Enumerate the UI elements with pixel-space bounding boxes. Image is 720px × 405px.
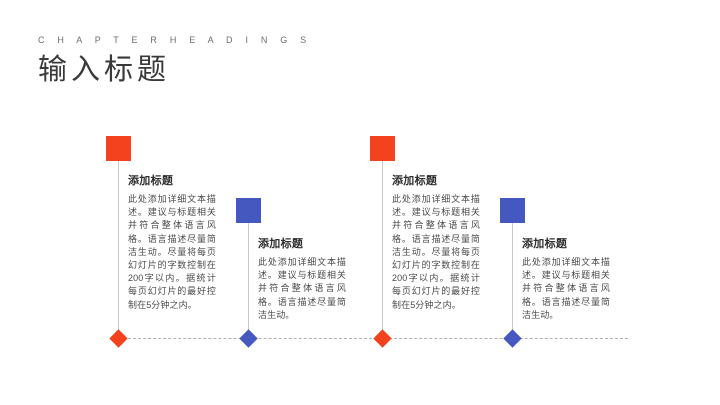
block-body-2: 此处添加详细文本描述。建议与标题相关并符合整体语言风格。语言描述尽量简洁生动。 xyxy=(258,257,346,320)
block-title-1: 添加标题 xyxy=(128,175,174,187)
marker-square-3[interactable] xyxy=(369,136,395,161)
marker-square-2[interactable] xyxy=(235,198,261,223)
chapter-eyebrow: C H A P T E R H E A D I N G S xyxy=(38,35,312,45)
connector-line-1 xyxy=(118,161,119,333)
text-block-4: 添加标题 此处添加详细文本描述。建议与标题相关并符合整体语言风格。语言描述尽量简… xyxy=(522,237,610,322)
block-title-4: 添加标题 xyxy=(522,238,568,250)
marker-diamond-1[interactable] xyxy=(108,328,128,348)
block-body-4: 此处添加详细文本描述。建议与标题相关并符合整体语言风格。语言描述尽量简洁生动。 xyxy=(522,257,610,320)
connector-line-2 xyxy=(248,223,249,333)
marker-diamond-2[interactable] xyxy=(238,328,258,348)
page-title: 输入标题 xyxy=(38,54,171,86)
block-body-1: 此处添加详细文本描述。建议与标题相关并符合整体语言风格。语言描述尽量简洁生动。尽… xyxy=(128,194,216,310)
marker-diamond-4[interactable] xyxy=(502,328,522,348)
marker-square-1[interactable] xyxy=(105,136,131,161)
slide-header: C H A P T E R H E A D I N G S 输入标题 xyxy=(38,34,311,87)
block-body-3: 此处添加详细文本描述。建议与标题相关并符合整体语言风格。语言描述尽量简洁生动。尽… xyxy=(392,194,480,310)
text-block-3: 添加标题 此处添加详细文本描述。建议与标题相关并符合整体语言风格。语言描述尽量简… xyxy=(392,174,480,312)
connector-line-4 xyxy=(512,223,513,333)
block-title-2: 添加标题 xyxy=(258,238,304,250)
marker-diamond-3[interactable] xyxy=(372,328,392,348)
text-block-2: 添加标题 此处添加详细文本描述。建议与标题相关并符合整体语言风格。语言描述尽量简… xyxy=(258,237,346,322)
connector-line-3 xyxy=(382,161,383,333)
text-block-1: 添加标题 此处添加详细文本描述。建议与标题相关并符合整体语言风格。语言描述尽量简… xyxy=(128,174,216,312)
block-title-3: 添加标题 xyxy=(392,175,438,187)
marker-square-4[interactable] xyxy=(499,198,525,223)
